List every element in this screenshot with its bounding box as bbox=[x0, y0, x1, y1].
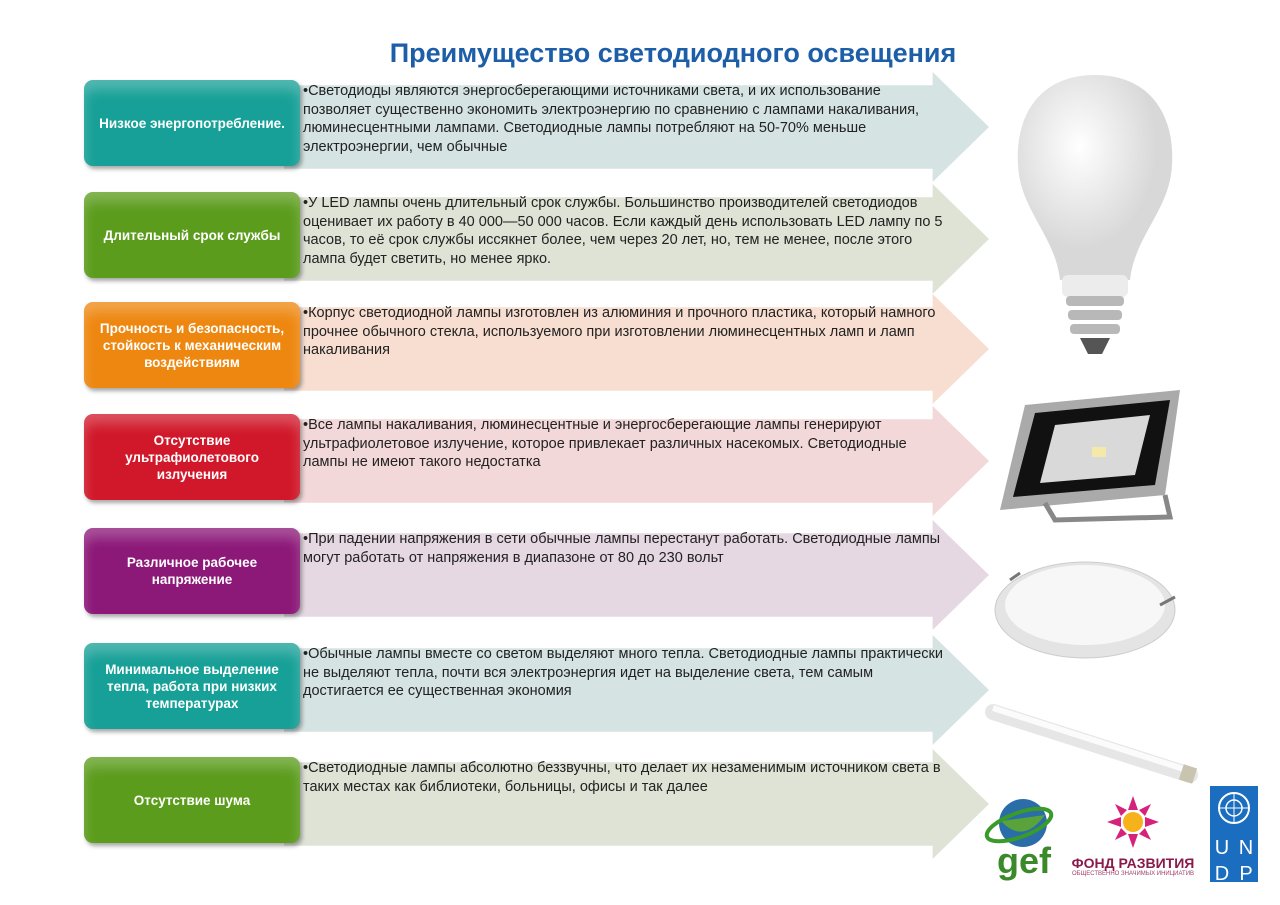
advantage-label: Длительный срок службы bbox=[84, 192, 300, 278]
advantage-row: Минимальное выделение тепла, работа при … bbox=[84, 635, 989, 745]
arrow-shape bbox=[284, 635, 989, 745]
gef-logo: gef bbox=[983, 795, 1058, 885]
advantage-row: Отсутствие шума•Светодиодные лампы абсол… bbox=[84, 749, 989, 859]
led-tube-image bbox=[985, 704, 1198, 784]
advantage-row: Длительный срок службы•У LED лампы очень… bbox=[84, 184, 989, 294]
advantage-description: •Светодиоды являются энергосберегающими … bbox=[303, 83, 920, 155]
advantage-description: •У LED лампы очень длительный срок служб… bbox=[303, 195, 943, 267]
advantage-description: •Корпус светодиодной лампы изготовлен из… bbox=[303, 305, 936, 358]
advantage-label: Отсутствие шума bbox=[84, 757, 300, 843]
advantage-description: •Светодиодные лампы абсолютно беззвучны,… bbox=[303, 760, 941, 795]
advantage-label: Минимальное выделение тепла, работа при … bbox=[84, 643, 300, 729]
arrow-shape bbox=[284, 749, 989, 859]
led-panel-image bbox=[994, 561, 1176, 659]
page-title: Преимущество светодиодного освещения bbox=[389, 38, 957, 68]
advantage-row: Низкое энергопотребление.•Светодиоды явл… bbox=[84, 72, 989, 182]
arrow-shape bbox=[284, 294, 989, 404]
un-emblem-icon bbox=[1218, 792, 1250, 824]
advantage-row: Различное рабочее напряжение•При падении… bbox=[84, 520, 989, 630]
advantage-description: •При падении напряжения в сети обычные л… bbox=[303, 531, 941, 566]
advantage-label: Прочность и безопасность, стойкость к ме… bbox=[84, 302, 300, 388]
advantage-label: Низкое энергопотребление. bbox=[84, 80, 300, 166]
advantage-row: Отсутствие ультрафиолетового излучения•В… bbox=[84, 406, 989, 516]
fund-logo-title: ФОНД РАЗВИТИЯ bbox=[1071, 855, 1195, 871]
undp-letter: P bbox=[1239, 863, 1253, 885]
advantage-label: Различное рабочее напряжение bbox=[84, 528, 300, 614]
gef-logo-text: gef bbox=[997, 840, 1051, 881]
arrow-shape bbox=[284, 520, 989, 630]
undp-letter: D bbox=[1214, 863, 1230, 885]
undp-letter: U bbox=[1214, 837, 1230, 859]
led-bulb-image bbox=[1017, 75, 1173, 354]
sun-icon bbox=[1107, 796, 1159, 848]
arrow-shape bbox=[284, 72, 989, 182]
arrow-shape bbox=[284, 406, 989, 516]
undp-letter: N bbox=[1238, 837, 1254, 859]
floodlight-image bbox=[1000, 390, 1180, 523]
arrow-shape bbox=[284, 184, 989, 294]
fund-logo-subtitle: ОБЩЕСТВЕННО ЗНАЧИМЫХ ИНИЦИАТИВ bbox=[1071, 871, 1195, 877]
advantage-description: •Все лампы накаливания, люминесцентные и… bbox=[303, 417, 907, 470]
advantage-description: •Обычные лампы вместе со светом выделяют… bbox=[303, 646, 943, 699]
advantage-label: Отсутствие ультрафиолетового излучения bbox=[84, 414, 300, 500]
advantage-row: Прочность и безопасность, стойкость к ме… bbox=[84, 294, 989, 404]
fund-logo: ФОНД РАЗВИТИЯ ОБЩЕСТВЕННО ЗНАЧИМЫХ ИНИЦИ… bbox=[1068, 795, 1198, 885]
